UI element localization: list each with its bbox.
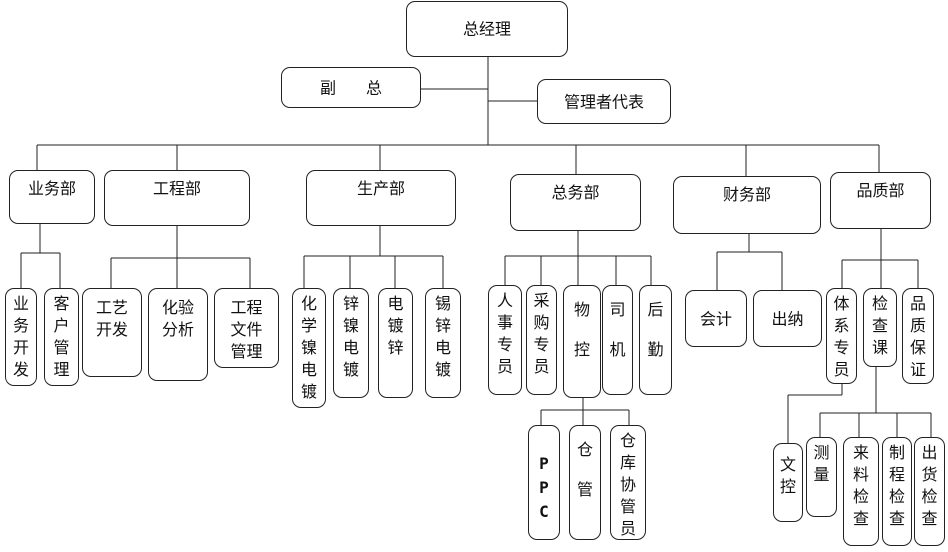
zinc-nickel-box: 锌镍电镀 <box>333 288 369 398</box>
cashier-box: 出纳 <box>753 290 822 347</box>
dept-business: 业务部 <box>9 170 95 224</box>
hr-specialist-box: 人事专员 <box>488 285 522 395</box>
dept-business-label: 业务部 <box>27 179 76 198</box>
quality-assurance-label: 品质保证 <box>910 294 927 379</box>
dept-production-label: 生产部 <box>356 179 405 198</box>
warehouse-assistant-box: 仓库协管员 <box>610 425 646 540</box>
dept-general-affairs-label: 总务部 <box>551 183 600 202</box>
ppc-label: PPC <box>539 454 549 521</box>
dept-quality: 品质部 <box>830 172 931 229</box>
incoming-inspection-box: 来料检查 <box>843 437 879 546</box>
engineering-docs-box: 工程文件管理 <box>214 288 279 368</box>
management-rep-box: 管理者代表 <box>537 79 671 124</box>
chem-nickel-box: 化学镍电镀 <box>292 288 326 408</box>
inspection-section-box: 检查课 <box>863 288 897 367</box>
management-rep-label: 管理者代表 <box>563 91 644 111</box>
dept-engineering-label: 工程部 <box>152 179 201 198</box>
dept-finance-label: 财务部 <box>722 185 771 204</box>
logistics-label: 后勤 <box>647 300 664 359</box>
business-development-box: 业务开发 <box>5 288 37 386</box>
zinc-plating-box: 电镀锌 <box>378 288 413 398</box>
dept-finance: 财务部 <box>673 176 821 234</box>
accounting-box: 会计 <box>685 290 747 347</box>
driver-box: 司机 <box>602 285 633 395</box>
customer-management-label: 客户管理 <box>53 294 70 379</box>
lab-analysis-box: 化验分析 <box>148 288 208 381</box>
accounting-label: 会计 <box>699 308 732 328</box>
deputy-label: 副总 <box>319 77 412 97</box>
quality-assurance-box: 品质保证 <box>902 288 934 384</box>
process-inspection-box: 制程检查 <box>882 437 912 546</box>
doc-control-box: 文控 <box>773 443 803 522</box>
lab-analysis-label: 化验分析 <box>162 298 195 339</box>
engineering-docs-label: 工程文件管理 <box>230 298 263 361</box>
purchasing-label: 采购专员 <box>533 291 550 376</box>
zinc-plating-label: 电镀锌 <box>387 294 404 357</box>
process-development-box: 工艺开发 <box>82 288 142 377</box>
dept-general-affairs: 总务部 <box>510 174 641 231</box>
outgoing-inspection-label: 出货检查 <box>921 443 938 528</box>
driver-label: 司机 <box>609 300 626 359</box>
hr-specialist-label: 人事专员 <box>497 291 514 376</box>
material-control-box: 物控 <box>563 285 601 398</box>
measurement-box: 测量 <box>806 437 837 517</box>
system-specialist-label: 体系专员 <box>833 294 850 379</box>
tin-zinc-box: 锡锌电镀 <box>425 288 461 398</box>
warehouse-assistant-label: 仓库协管员 <box>620 431 637 538</box>
ceo-label: 总经理 <box>462 19 511 39</box>
zinc-nickel-label: 锌镍电镀 <box>343 294 360 379</box>
warehouse-box: 仓管 <box>569 425 601 540</box>
business-development-label: 业务开发 <box>13 294 30 379</box>
customer-management-box: 客户管理 <box>44 288 79 386</box>
dept-engineering: 工程部 <box>104 170 250 226</box>
material-control-label: 物控 <box>574 300 591 359</box>
incoming-inspection-label: 来料检查 <box>853 443 870 528</box>
system-specialist-box: 体系专员 <box>826 288 857 384</box>
inspection-section-label: 检查课 <box>872 294 889 357</box>
measurement-label: 测量 <box>813 443 830 484</box>
ppc-box: PPC <box>528 425 560 540</box>
doc-control-label: 文控 <box>780 455 797 496</box>
ceo-box: 总经理 <box>406 1 568 57</box>
process-development-label: 工艺开发 <box>96 298 129 339</box>
cashier-label: 出纳 <box>771 308 804 328</box>
warehouse-label: 仓管 <box>577 440 594 499</box>
deputy-box: 副总 <box>281 67 421 108</box>
dept-quality-label: 品质部 <box>856 181 905 200</box>
purchasing-box: 采购专员 <box>526 285 557 395</box>
chem-nickel-label: 化学镍电镀 <box>301 294 318 401</box>
outgoing-inspection-box: 出货检查 <box>914 437 945 546</box>
dept-production: 生产部 <box>306 170 456 226</box>
logistics-box: 后勤 <box>639 285 672 395</box>
process-inspection-label: 制程检查 <box>889 443 906 528</box>
tin-zinc-label: 锡锌电镀 <box>435 294 452 379</box>
